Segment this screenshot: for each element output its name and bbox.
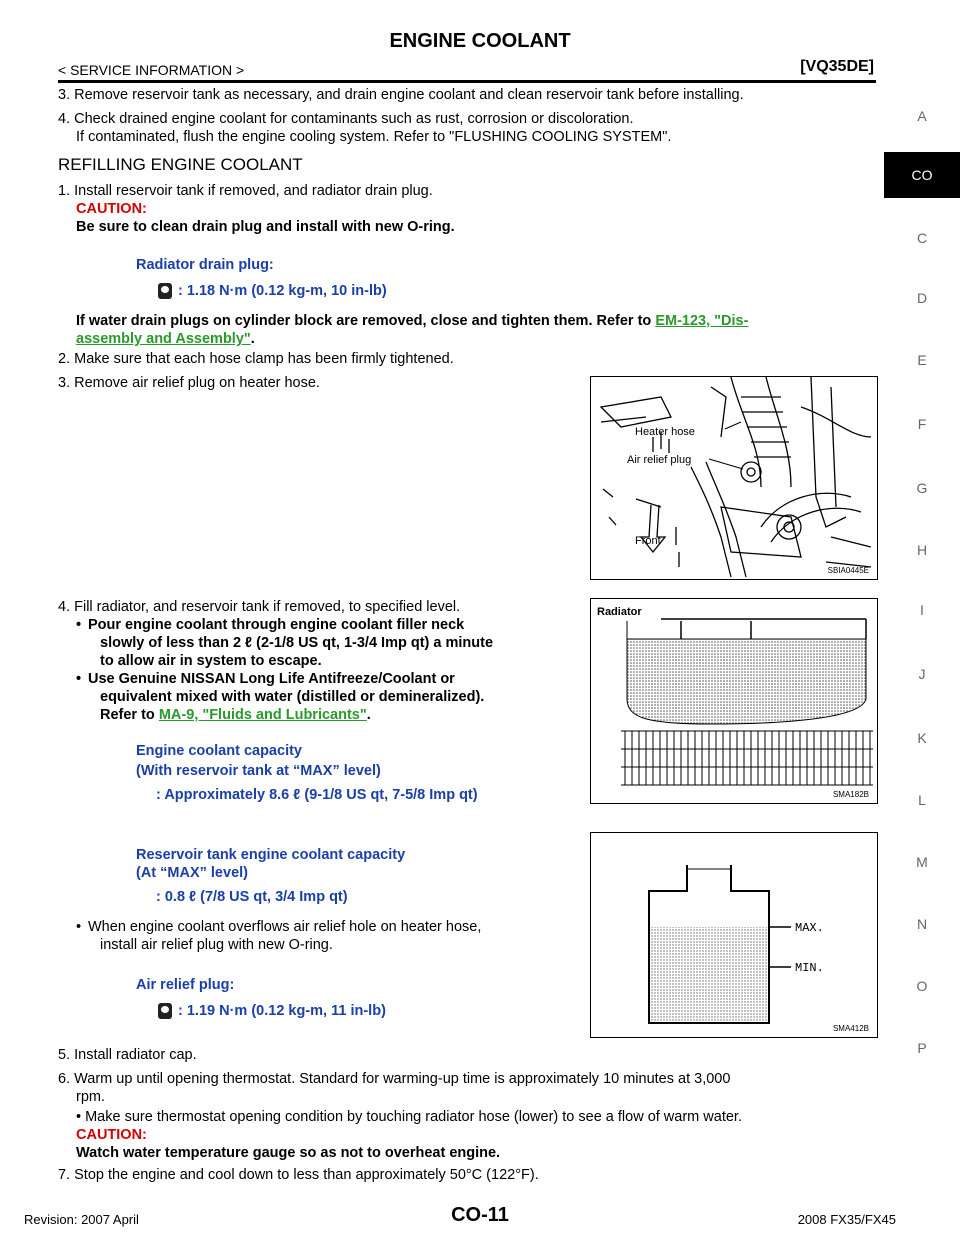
em-123-link[interactable]: EM-123, "Dis-: [655, 313, 749, 329]
caution-label: CAUTION:: [76, 201, 147, 217]
torque-wrench-icon: [158, 283, 172, 300]
step-6: 6. Warm up until opening thermostat. Sta…: [58, 1071, 731, 1087]
header-rule: [58, 80, 876, 83]
drain-plug-label: Radiator drain plug:: [136, 257, 274, 273]
step-5: 5. Install radiator cap.: [58, 1047, 197, 1063]
bullet-antifreeze-l1: Use Genuine NISSAN Long Life Antifreeze/…: [88, 671, 455, 687]
refill-heading: REFILLING ENGINE COOLANT: [58, 155, 303, 174]
label-heater-hose: Heater hose: [635, 426, 695, 438]
caution-text-2: Watch water temperature gauge so as not …: [76, 1145, 501, 1161]
overflow-l2: install air relief plug with new O-ring.: [100, 937, 333, 953]
tab-h[interactable]: H: [916, 542, 928, 558]
figure-id-3: SMA412B: [832, 1024, 869, 1033]
air-plug-label: Air relief plug:: [136, 977, 235, 993]
bullet-antifreeze-l3: Refer to MA-9, "Fluids and Lubricants".: [100, 707, 371, 723]
revision: Revision: 2007 April: [24, 1212, 139, 1227]
air-plug-spec: : 1.19 N·m (0.12 kg-m, 11 in-lb): [158, 1002, 386, 1020]
label-min: MIN.: [795, 961, 824, 975]
drain-note-text: If water drain plugs on cylinder block a…: [76, 313, 656, 329]
figure-id-1: SBIA0445E: [827, 566, 869, 575]
reservoir-capacity-title: Reservoir tank engine coolant capacity: [136, 847, 406, 863]
reservoir-drawing: MAX. MIN.: [648, 865, 824, 1024]
bullet-overflow: • When engine coolant overflows air reli…: [76, 918, 578, 954]
overflow-l1: When engine coolant overflows air relief…: [88, 919, 482, 935]
figure-radiator: Radiator SMA182B: [590, 598, 878, 804]
ma-9-link[interactable]: MA-9, "Fluids and Lubricants": [158, 707, 367, 723]
bullet-pour: • Pour engine coolant through engine coo…: [76, 616, 578, 670]
section-label: < SERVICE INFORMATION >: [58, 62, 245, 78]
tab-a[interactable]: A: [917, 108, 927, 124]
radiator-drawing: Radiator: [597, 606, 873, 786]
engine-code: [VQ35DE]: [800, 58, 874, 75]
step-6-cont: rpm.: [76, 1089, 105, 1105]
tab-g[interactable]: G: [916, 480, 928, 496]
capacity-value: : Approximately 8.6 ℓ (9-1/8 US qt, 7-5/…: [156, 787, 478, 803]
tab-co[interactable]: CO: [884, 152, 960, 198]
air-plug-torque: : 1.19 N·m (0.12 kg-m, 11 in-lb): [178, 1003, 386, 1019]
step-7: 7. Stop the engine and cool down to less…: [58, 1167, 539, 1183]
page-number: CO-11: [451, 1204, 509, 1226]
step-1: 1. Install reservoir tank if removed, an…: [58, 183, 433, 199]
tab-d[interactable]: D: [916, 290, 928, 306]
drain-plug-torque: : 1.18 N·m (0.12 kg-m, 10 in-lb): [178, 283, 387, 299]
model: 2008 FX35/FX45: [797, 1212, 896, 1227]
capacity-condition: (With reservoir tank at “MAX” level): [136, 763, 381, 779]
em-123-link-cont[interactable]: assembly and Assembly": [76, 331, 251, 347]
label-radiator: Radiator: [597, 606, 642, 618]
page-title: ENGINE COOLANT: [389, 30, 571, 52]
label-air-relief-plug: Air relief plug: [627, 454, 691, 466]
bullet-pour-l3: to allow air in system to escape.: [100, 653, 322, 669]
caution-text: Be sure to clean drain plug and install …: [76, 219, 455, 235]
drain-plug-spec: : 1.18 N·m (0.12 kg-m, 10 in-lb): [158, 282, 387, 300]
tab-m[interactable]: M: [916, 854, 928, 870]
label-front: Front: [635, 535, 661, 547]
capacity-title: Engine coolant capacity: [136, 743, 302, 759]
drain-note-2: assembly and Assembly".: [76, 330, 255, 348]
step-4-top-note: If contaminated, flush the engine coolin…: [76, 129, 672, 145]
bullet-pour-l1: Pour engine coolant through engine coola…: [88, 617, 465, 633]
tab-n[interactable]: N: [916, 916, 928, 932]
label-max: MAX.: [795, 921, 824, 935]
bullet-antifreeze: • Use Genuine NISSAN Long Life Antifreez…: [76, 670, 578, 724]
torque-wrench-icon: [158, 1003, 172, 1020]
tab-p[interactable]: P: [917, 1040, 927, 1056]
step-6-bullet: • Make sure thermostat opening condition…: [76, 1109, 742, 1125]
step-3-top: 3. Remove reservoir tank as necessary, a…: [58, 87, 744, 103]
drain-note: If water drain plugs on cylinder block a…: [76, 312, 748, 330]
step-4: 4. Fill radiator, and reservoir tank if …: [58, 599, 461, 615]
tab-k[interactable]: K: [917, 730, 927, 746]
reservoir-capacity-condition: (At “MAX” level): [136, 865, 248, 881]
figure-id-2: SMA182B: [832, 790, 869, 799]
tab-i[interactable]: I: [920, 602, 924, 618]
tab-o[interactable]: O: [916, 978, 928, 994]
bullet-pour-l2: slowly of less than 2 ℓ (2-1/8 US qt, 1-…: [100, 635, 494, 651]
drain-note-end: .: [250, 331, 255, 347]
reservoir-capacity-value: : 0.8 ℓ (7/8 US qt, 3/4 Imp qt): [156, 889, 348, 905]
step-3: 3. Remove air relief plug on heater hose…: [58, 375, 320, 391]
tab-f[interactable]: F: [917, 416, 927, 432]
figure-reservoir: MAX. MIN. SMA412B: [590, 832, 878, 1038]
heater-hose-drawing: Heater hose Air relief plug Front: [599, 376, 872, 578]
caution-label-2: CAUTION:: [76, 1127, 147, 1143]
figure-heater-hose: Heater hose Air relief plug Front SBIA04…: [590, 376, 878, 580]
tab-c[interactable]: C: [916, 230, 928, 246]
step-4-top: 4. Check drained engine coolant for cont…: [58, 111, 634, 127]
tab-j[interactable]: J: [918, 666, 926, 682]
tab-e[interactable]: E: [917, 352, 927, 368]
bullet-antifreeze-l2: equivalent mixed with water (distilled o…: [100, 689, 485, 705]
step-2: 2. Make sure that each hose clamp has be…: [58, 351, 454, 367]
tab-l[interactable]: L: [918, 792, 926, 808]
